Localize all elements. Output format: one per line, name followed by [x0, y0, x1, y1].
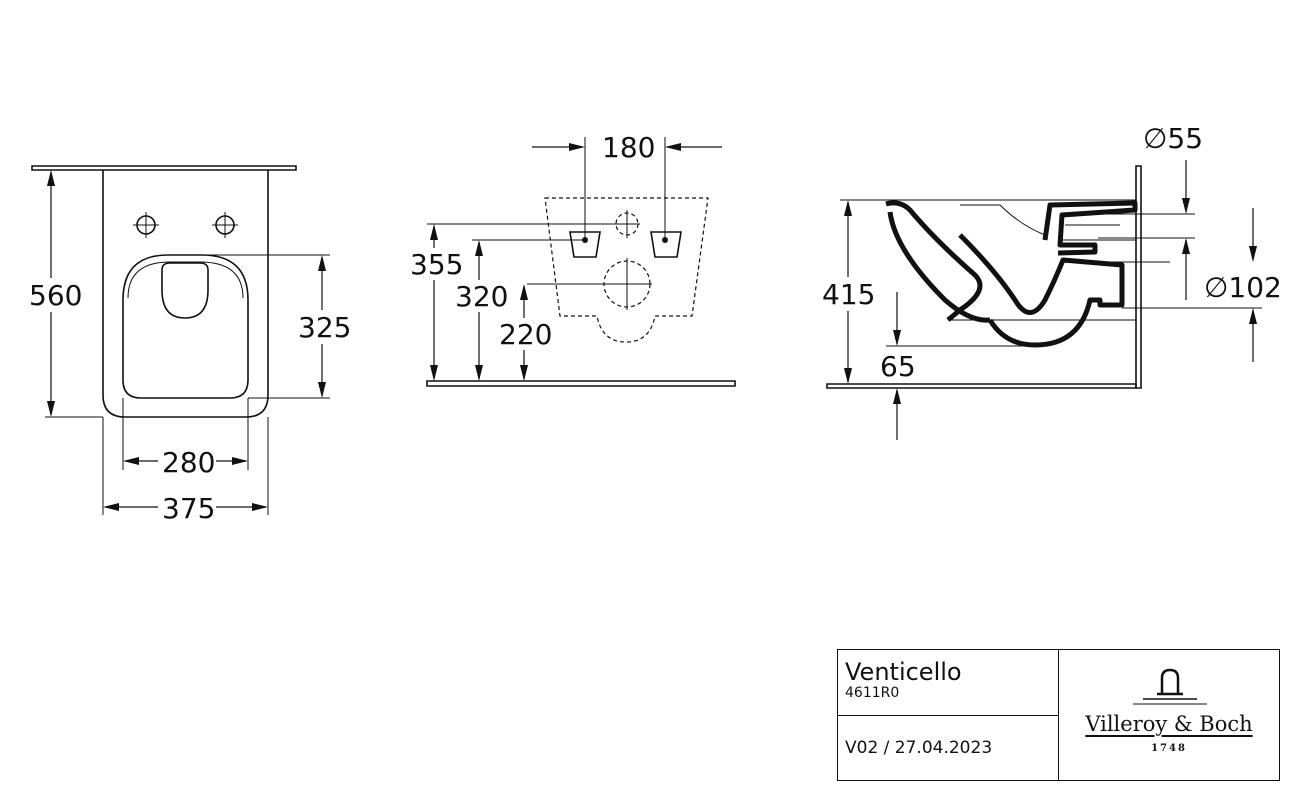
dimension-280 [122, 398, 249, 476]
side-height-label: 415 [822, 278, 875, 311]
dimension-65 [878, 292, 1040, 440]
dimension-355 [408, 223, 614, 381]
dimension-pipe-102 [1100, 208, 1262, 362]
dimension-180 [532, 137, 722, 240]
dimension-325 [208, 254, 348, 399]
version-date: V02 / 27.04.2023 [845, 738, 993, 758]
dimension-560 [28, 170, 103, 418]
fixing-hole-right [212, 212, 238, 238]
dimension-415 [820, 200, 876, 384]
drop-label: 65 [880, 350, 916, 383]
toilet-outline [102, 170, 269, 418]
pipe-large-label: ∅102 [1204, 271, 1282, 304]
seat-inner-line [127, 261, 244, 299]
bowl-opening [161, 262, 209, 319]
floor-line [426, 380, 736, 387]
fixing-bracket-right [650, 231, 682, 258]
front-height-label: 560 [29, 279, 82, 312]
bowl-profile [885, 200, 1125, 348]
outlet-height-label: 220 [499, 318, 552, 351]
wall-view: 180 355 320 220 [408, 131, 736, 387]
fixing-hole-left [133, 212, 159, 238]
seat-width-label: 280 [162, 446, 215, 479]
product-cell: Venticello 4611R0 [838, 650, 1058, 716]
product-name: Venticello [845, 658, 962, 686]
seat-rear-detail [1050, 199, 1136, 241]
dimension-220 [497, 284, 551, 381]
fixing-height-label: 320 [455, 280, 508, 313]
side-view: ∅55 ∅102 415 65 [820, 122, 1282, 440]
dimension-375 [102, 417, 269, 522]
bowl-upper-profile [1042, 200, 1138, 256]
rim-inner-line [948, 204, 1136, 321]
seat-outline [122, 254, 249, 399]
front-width-label: 375 [162, 492, 215, 525]
version-cell: V02 / 27.04.2023 [838, 716, 1058, 780]
brand-mark-icon [1133, 668, 1207, 705]
pipe-small-label: ∅55 [1143, 122, 1203, 155]
inlet-height-label: 355 [410, 248, 463, 281]
fixing-spacing-label: 180 [602, 131, 655, 164]
wall-line [1135, 165, 1142, 389]
front-view: 560 325 280 37 [28, 165, 351, 525]
title-block-info: Venticello 4611R0 V02 / 27.04.2023 [838, 650, 1059, 780]
brand-logo: Villeroy & Boch 1748 [1059, 650, 1279, 780]
brand-name: Villeroy & Boch [1085, 712, 1253, 736]
dimension-pipe-55 [1098, 160, 1195, 300]
title-block: Venticello 4611R0 V02 / 27.04.2023 Ville… [837, 649, 1280, 781]
brand-year: 1748 [1151, 743, 1187, 754]
seat-height-label: 325 [298, 311, 351, 344]
side-floor-line [826, 383, 1137, 389]
wall-plate-top [31, 165, 297, 171]
product-code: 4611R0 [845, 685, 900, 701]
dimension-320 [454, 239, 585, 381]
